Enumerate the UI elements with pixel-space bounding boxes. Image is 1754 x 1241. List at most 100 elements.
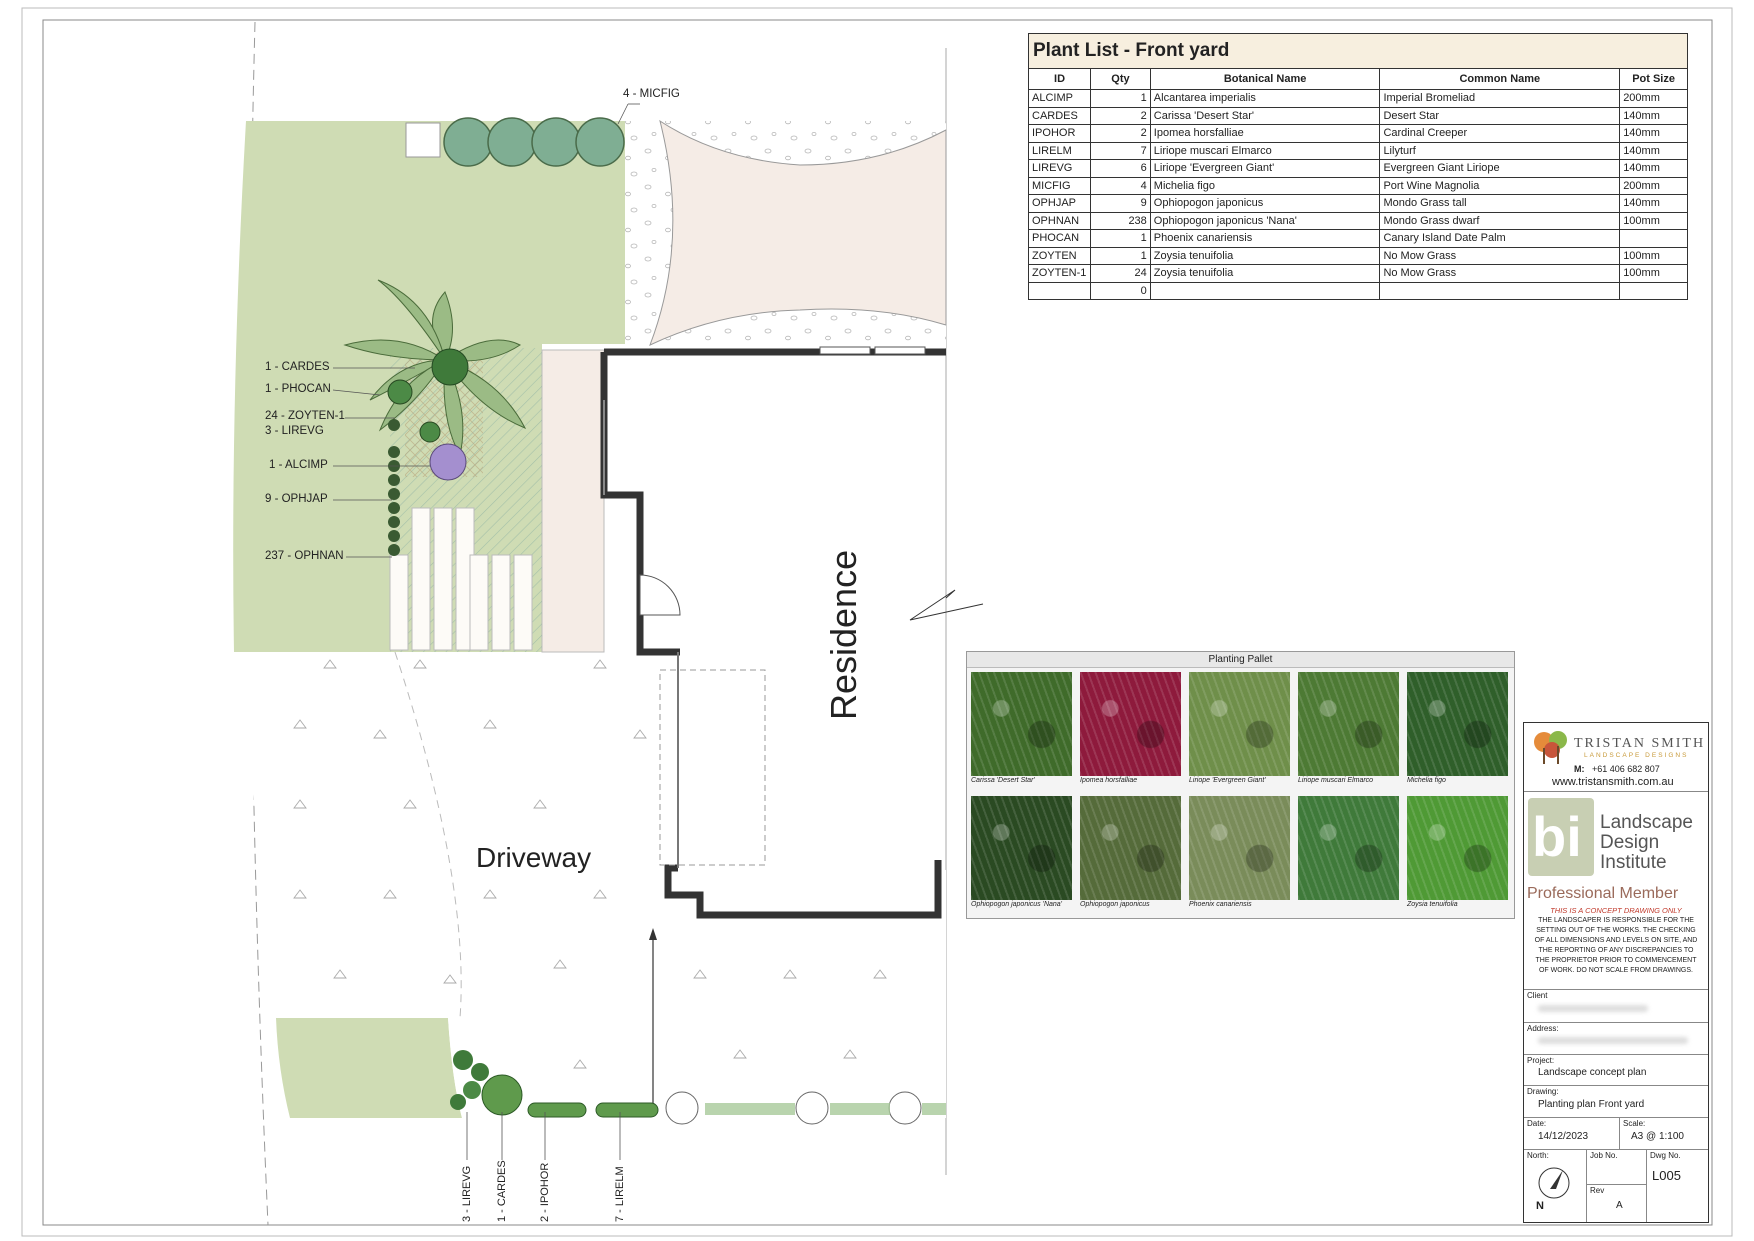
cell-qty: 1 [1090, 89, 1151, 108]
cell-potsize: 140mm [1619, 194, 1688, 213]
cell-qty: 7 [1090, 141, 1151, 160]
label-bottom-lirelm: 7 - LIRELM [614, 1166, 626, 1222]
cell-potsize: 200mm [1619, 89, 1688, 108]
address-label: Address: [1527, 1024, 1559, 1033]
cell-potsize: 100mm [1619, 246, 1688, 265]
plant-caption: Liriope 'Evergreen Giant' [1189, 777, 1266, 784]
rev-value: A [1616, 1200, 1623, 1211]
cell-id: IPOHOR [1027, 124, 1092, 143]
cell-botanical: Zoysia tenuifolia [1149, 246, 1381, 265]
plant-photo [971, 796, 1072, 900]
cell-id: ALCIMP [1027, 89, 1092, 108]
cell-qty: 24 [1090, 264, 1151, 283]
label-phocan: 1 - PHOCAN [265, 383, 331, 395]
cell-qty: 2 [1090, 106, 1151, 125]
company-sub: LANDSCAPE DESIGNS [1584, 752, 1689, 759]
cell-botanical: Liriope 'Evergreen Giant' [1149, 159, 1381, 178]
col-header-id: ID [1027, 68, 1092, 90]
scale-value: A3 @ 1:100 [1631, 1131, 1684, 1142]
company-name: TRISTAN SMITH [1574, 736, 1706, 751]
cell-common: Port Wine Magnolia [1379, 176, 1621, 195]
cell-id: LIREVG [1027, 159, 1092, 178]
cell-potsize: 140mm [1619, 159, 1688, 178]
cell-id: OPHJAP [1027, 194, 1092, 213]
plant-caption: Michelia figo [1407, 777, 1446, 784]
cell-qty: 1 [1090, 246, 1151, 265]
table-header-row: ID Qty Botanical Name Common Name Pot Si… [1027, 68, 1688, 90]
date-label: Date: [1527, 1119, 1547, 1128]
plant-photo [1080, 796, 1181, 900]
cell-id: PHOCAN [1027, 229, 1092, 248]
cell-common: Lilyturf [1379, 141, 1621, 160]
plant-photo [971, 672, 1072, 776]
cell-id: MICFIG [1027, 176, 1092, 195]
dwg-label: Dwg No. [1650, 1151, 1681, 1160]
pallet-item: Ophiopogon japonicus 'Nana' [968, 793, 1075, 916]
label-cardes: 1 - CARDES [265, 361, 330, 373]
label-ophjap: 9 - OPHJAP [265, 493, 328, 505]
cell-botanical: Michelia figo [1149, 176, 1381, 195]
project-label: Project: [1527, 1056, 1555, 1065]
concept-note: THIS IS A CONCEPT DRAWING ONLY [1550, 906, 1682, 915]
driveway-label: Driveway [476, 842, 592, 873]
label-lirevg: 3 - LIREVG [265, 425, 324, 437]
disclaimer: THE LANDSCAPER IS RESPONSIBLE FOR THE SE… [1534, 917, 1698, 974]
pallet-item: Liriope muscari Elmarco [1295, 669, 1402, 792]
pallet-item: Ophiopogon japonicus [1077, 793, 1184, 916]
cell-botanical: Phoenix canariensis [1149, 229, 1381, 248]
label-ophnan: 237 - OPHNAN [265, 550, 344, 562]
mobile-label: M: [1574, 764, 1585, 774]
institute-line3: Institute [1600, 852, 1667, 873]
cell-potsize: 100mm [1619, 211, 1688, 230]
cell-botanical: Zoysia tenuifolia [1149, 264, 1381, 283]
scale-label: Scale: [1623, 1119, 1646, 1128]
col-header-botanical: Botanical Name [1149, 68, 1381, 90]
cell-potsize: 200mm [1619, 176, 1688, 195]
job-label: Job No. [1590, 1151, 1618, 1160]
website: www.tristansmith.com.au [1552, 776, 1674, 788]
north-arrow-icon [1538, 1167, 1570, 1199]
pallet-item: Zoysia tenuifolia [1404, 793, 1511, 916]
cell-common: No Mow Grass [1379, 246, 1621, 265]
label-bottom-cardes: 1 - CARDES [496, 1160, 508, 1222]
cell-potsize [1619, 281, 1688, 300]
institute-line2: Design [1600, 832, 1660, 853]
plant-photo [1407, 672, 1508, 776]
cell-id: OPHNAN [1027, 211, 1092, 230]
cell-common [1379, 281, 1621, 300]
tree-logo-icon [1534, 731, 1567, 764]
cell-botanical: Alcantarea imperialis [1149, 89, 1381, 108]
pallet-item: Liriope 'Evergreen Giant' [1186, 669, 1293, 792]
plant-photo [1189, 796, 1290, 900]
cell-potsize [1619, 229, 1688, 248]
col-header-qty: Qty [1090, 68, 1151, 90]
plant-photo [1080, 672, 1181, 776]
north-label: North: [1527, 1151, 1549, 1160]
col-header-potsize: Pot Size [1619, 68, 1688, 90]
cell-common: Canary Island Date Palm [1379, 229, 1621, 248]
cell-id: CARDES [1027, 106, 1092, 125]
cell-id: ZOYTEN [1027, 246, 1092, 265]
cell-id: ZOYTEN-1 [1027, 264, 1092, 283]
cell-qty: 238 [1090, 211, 1151, 230]
plant-photo [1189, 672, 1290, 776]
cell-botanical: Carissa 'Desert Star' [1149, 106, 1381, 125]
cell-common: Mondo Grass tall [1379, 194, 1621, 213]
client-label: Client [1527, 991, 1548, 1000]
drawing-value: Planting plan Front yard [1538, 1099, 1645, 1110]
rev-label: Rev [1590, 1186, 1605, 1195]
plant-photo [1298, 672, 1399, 776]
pallet-title: Planting Pallet [967, 652, 1514, 668]
cell-common: Desert Star [1379, 106, 1621, 125]
pallet-item: Carissa 'Desert Star' [968, 669, 1075, 792]
plant-photo [1298, 796, 1399, 900]
